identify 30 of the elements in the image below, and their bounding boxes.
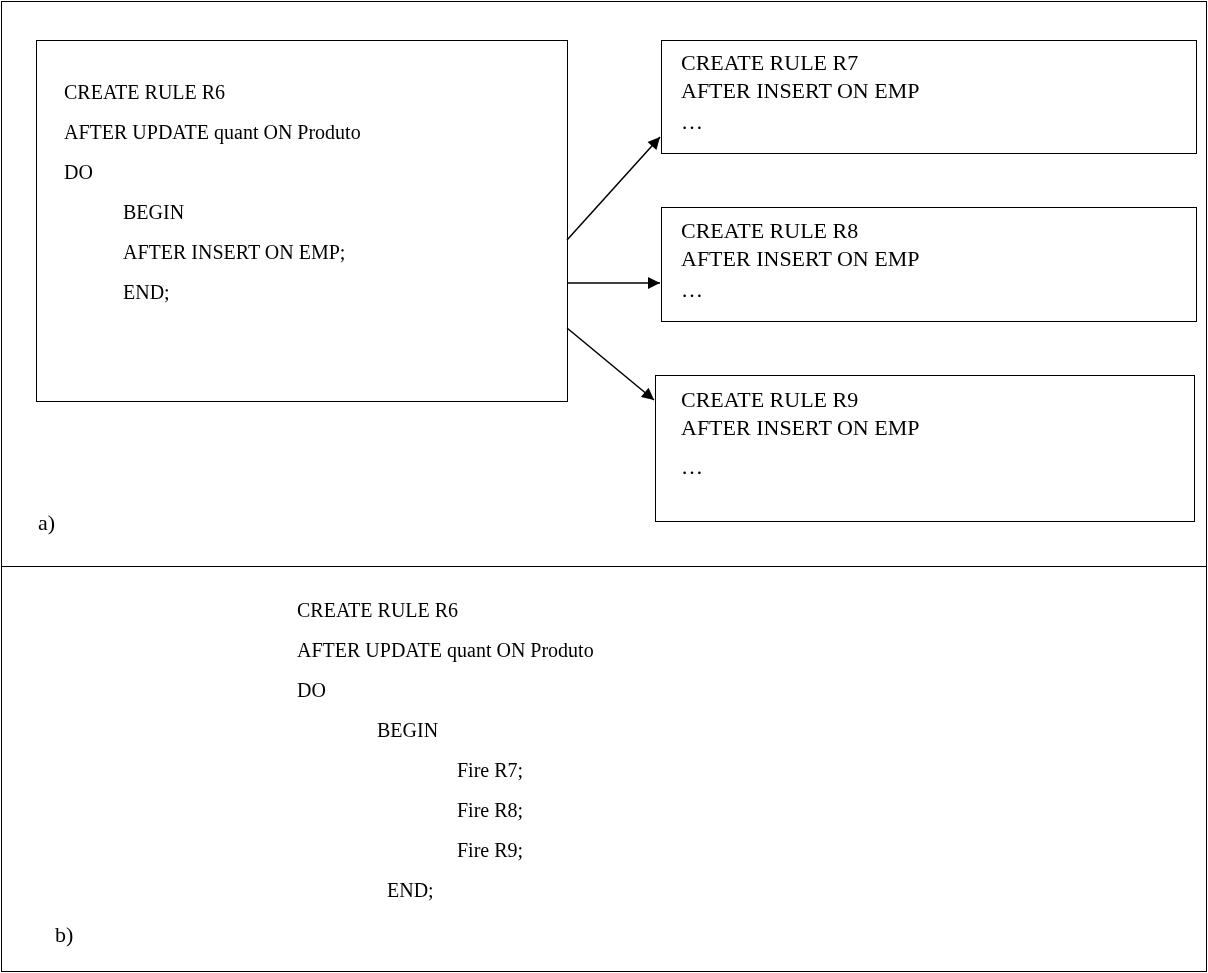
code-line: CREATE RULE R6: [64, 81, 226, 104]
code-line: BEGIN: [123, 201, 185, 224]
code-line: Fire R8;: [457, 799, 524, 822]
code-line: AFTER INSERT ON EMP: [681, 78, 920, 104]
code-line: END;: [387, 879, 434, 902]
code-line: AFTER INSERT ON EMP: [681, 415, 920, 441]
code-line: CREATE RULE R9: [681, 387, 859, 413]
code-line: DO: [297, 679, 326, 702]
arrow: [566, 327, 655, 401]
code-line: END;: [123, 281, 170, 304]
code-line: …: [681, 277, 703, 303]
code-line: …: [681, 109, 703, 135]
code-line: AFTER UPDATE quant ON Produto: [64, 121, 361, 144]
panel-label: b): [55, 922, 74, 948]
code-line: AFTER INSERT ON EMP: [681, 246, 920, 272]
code-line: …: [681, 454, 703, 480]
code-line: Fire R7;: [457, 759, 524, 782]
arrow: [566, 277, 661, 289]
code-line: CREATE RULE R7: [681, 50, 859, 76]
code-line: CREATE RULE R8: [681, 218, 859, 244]
code-line: BEGIN: [377, 719, 439, 742]
code-line: Fire R9;: [457, 839, 524, 862]
panel-label: a): [38, 510, 56, 536]
arrow: [566, 136, 661, 241]
panel-frame: [1, 1, 1207, 567]
code-line: DO: [64, 161, 93, 184]
code-line: AFTER UPDATE quant ON Produto: [297, 639, 594, 662]
code-line: AFTER INSERT ON EMP;: [123, 241, 346, 264]
code-line: CREATE RULE R6: [297, 599, 459, 622]
panel-frame: [1, 566, 1207, 972]
